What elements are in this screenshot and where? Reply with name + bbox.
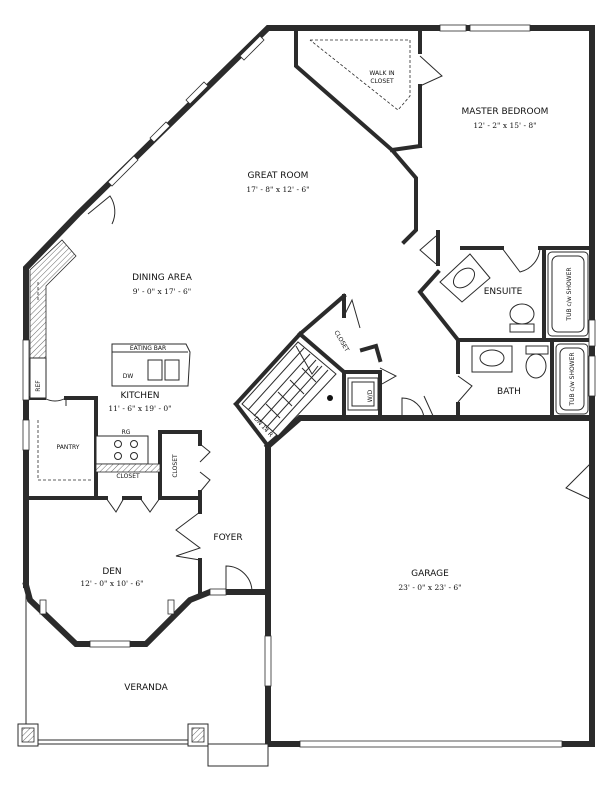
dining-area-label: DINING AREA — [132, 273, 193, 283]
room-labels: WALK IN CLOSET MASTER BEDROOM 12' - 2" x… — [57, 70, 549, 693]
kitchen-closet-label: CLOSET — [116, 473, 140, 480]
foyer-closet-label: CLOSET — [172, 454, 179, 478]
pantry-label: PANTRY — [57, 444, 80, 451]
foyer-label: FOYER — [213, 533, 242, 543]
dishwasher-label: DW — [123, 373, 134, 380]
walk-in-closet-label: WALK IN — [369, 70, 394, 77]
kitchen-label: KITCHEN — [121, 391, 160, 401]
master-bedroom-dims: 12' - 2" x 15' - 8" — [473, 121, 536, 130]
great-room-dims: 17' - 8" x 12' - 6" — [246, 185, 309, 194]
bath-fixtures — [347, 251, 589, 415]
kitchen-counters — [29, 239, 191, 481]
bath-label: BATH — [497, 387, 521, 397]
veranda — [17, 585, 269, 767]
windows — [22, 24, 596, 748]
stair-closet-label: CLOSET — [332, 329, 350, 353]
doors — [43, 55, 593, 593]
den-dims: 12' - 0" x 10' - 6" — [80, 579, 143, 588]
ensuite-label: ENSUITE — [484, 287, 523, 297]
great-room-label: GREAT ROOM — [248, 171, 309, 181]
eating-bar-label: EATING BAR — [130, 345, 166, 352]
walk-in-closet-label-2: CLOSET — [370, 78, 394, 85]
garage-dims: 23' - 0" x 23' - 6" — [398, 583, 461, 592]
ensuite-tub-label: TUB c/w SHOWER — [566, 267, 573, 321]
den-label: DEN — [102, 567, 121, 577]
bath-tub-label: TUB c/w SHOWER — [569, 352, 576, 406]
dining-area-dims: 9' - 0" x 17' - 6" — [133, 287, 191, 296]
stairs — [241, 341, 337, 437]
washer-dryer-label: W/D — [367, 389, 374, 402]
refrigerator-label: REF — [35, 380, 42, 392]
kitchen-dims: 11' - 6" x 19' - 0" — [108, 404, 171, 413]
veranda-label: VERANDA — [124, 683, 168, 693]
range-label: RG — [122, 429, 131, 436]
walk-in-closet-shelf — [309, 39, 411, 111]
master-bedroom-label: MASTER BEDROOM — [462, 107, 549, 117]
garage-label: GARAGE — [411, 569, 449, 579]
